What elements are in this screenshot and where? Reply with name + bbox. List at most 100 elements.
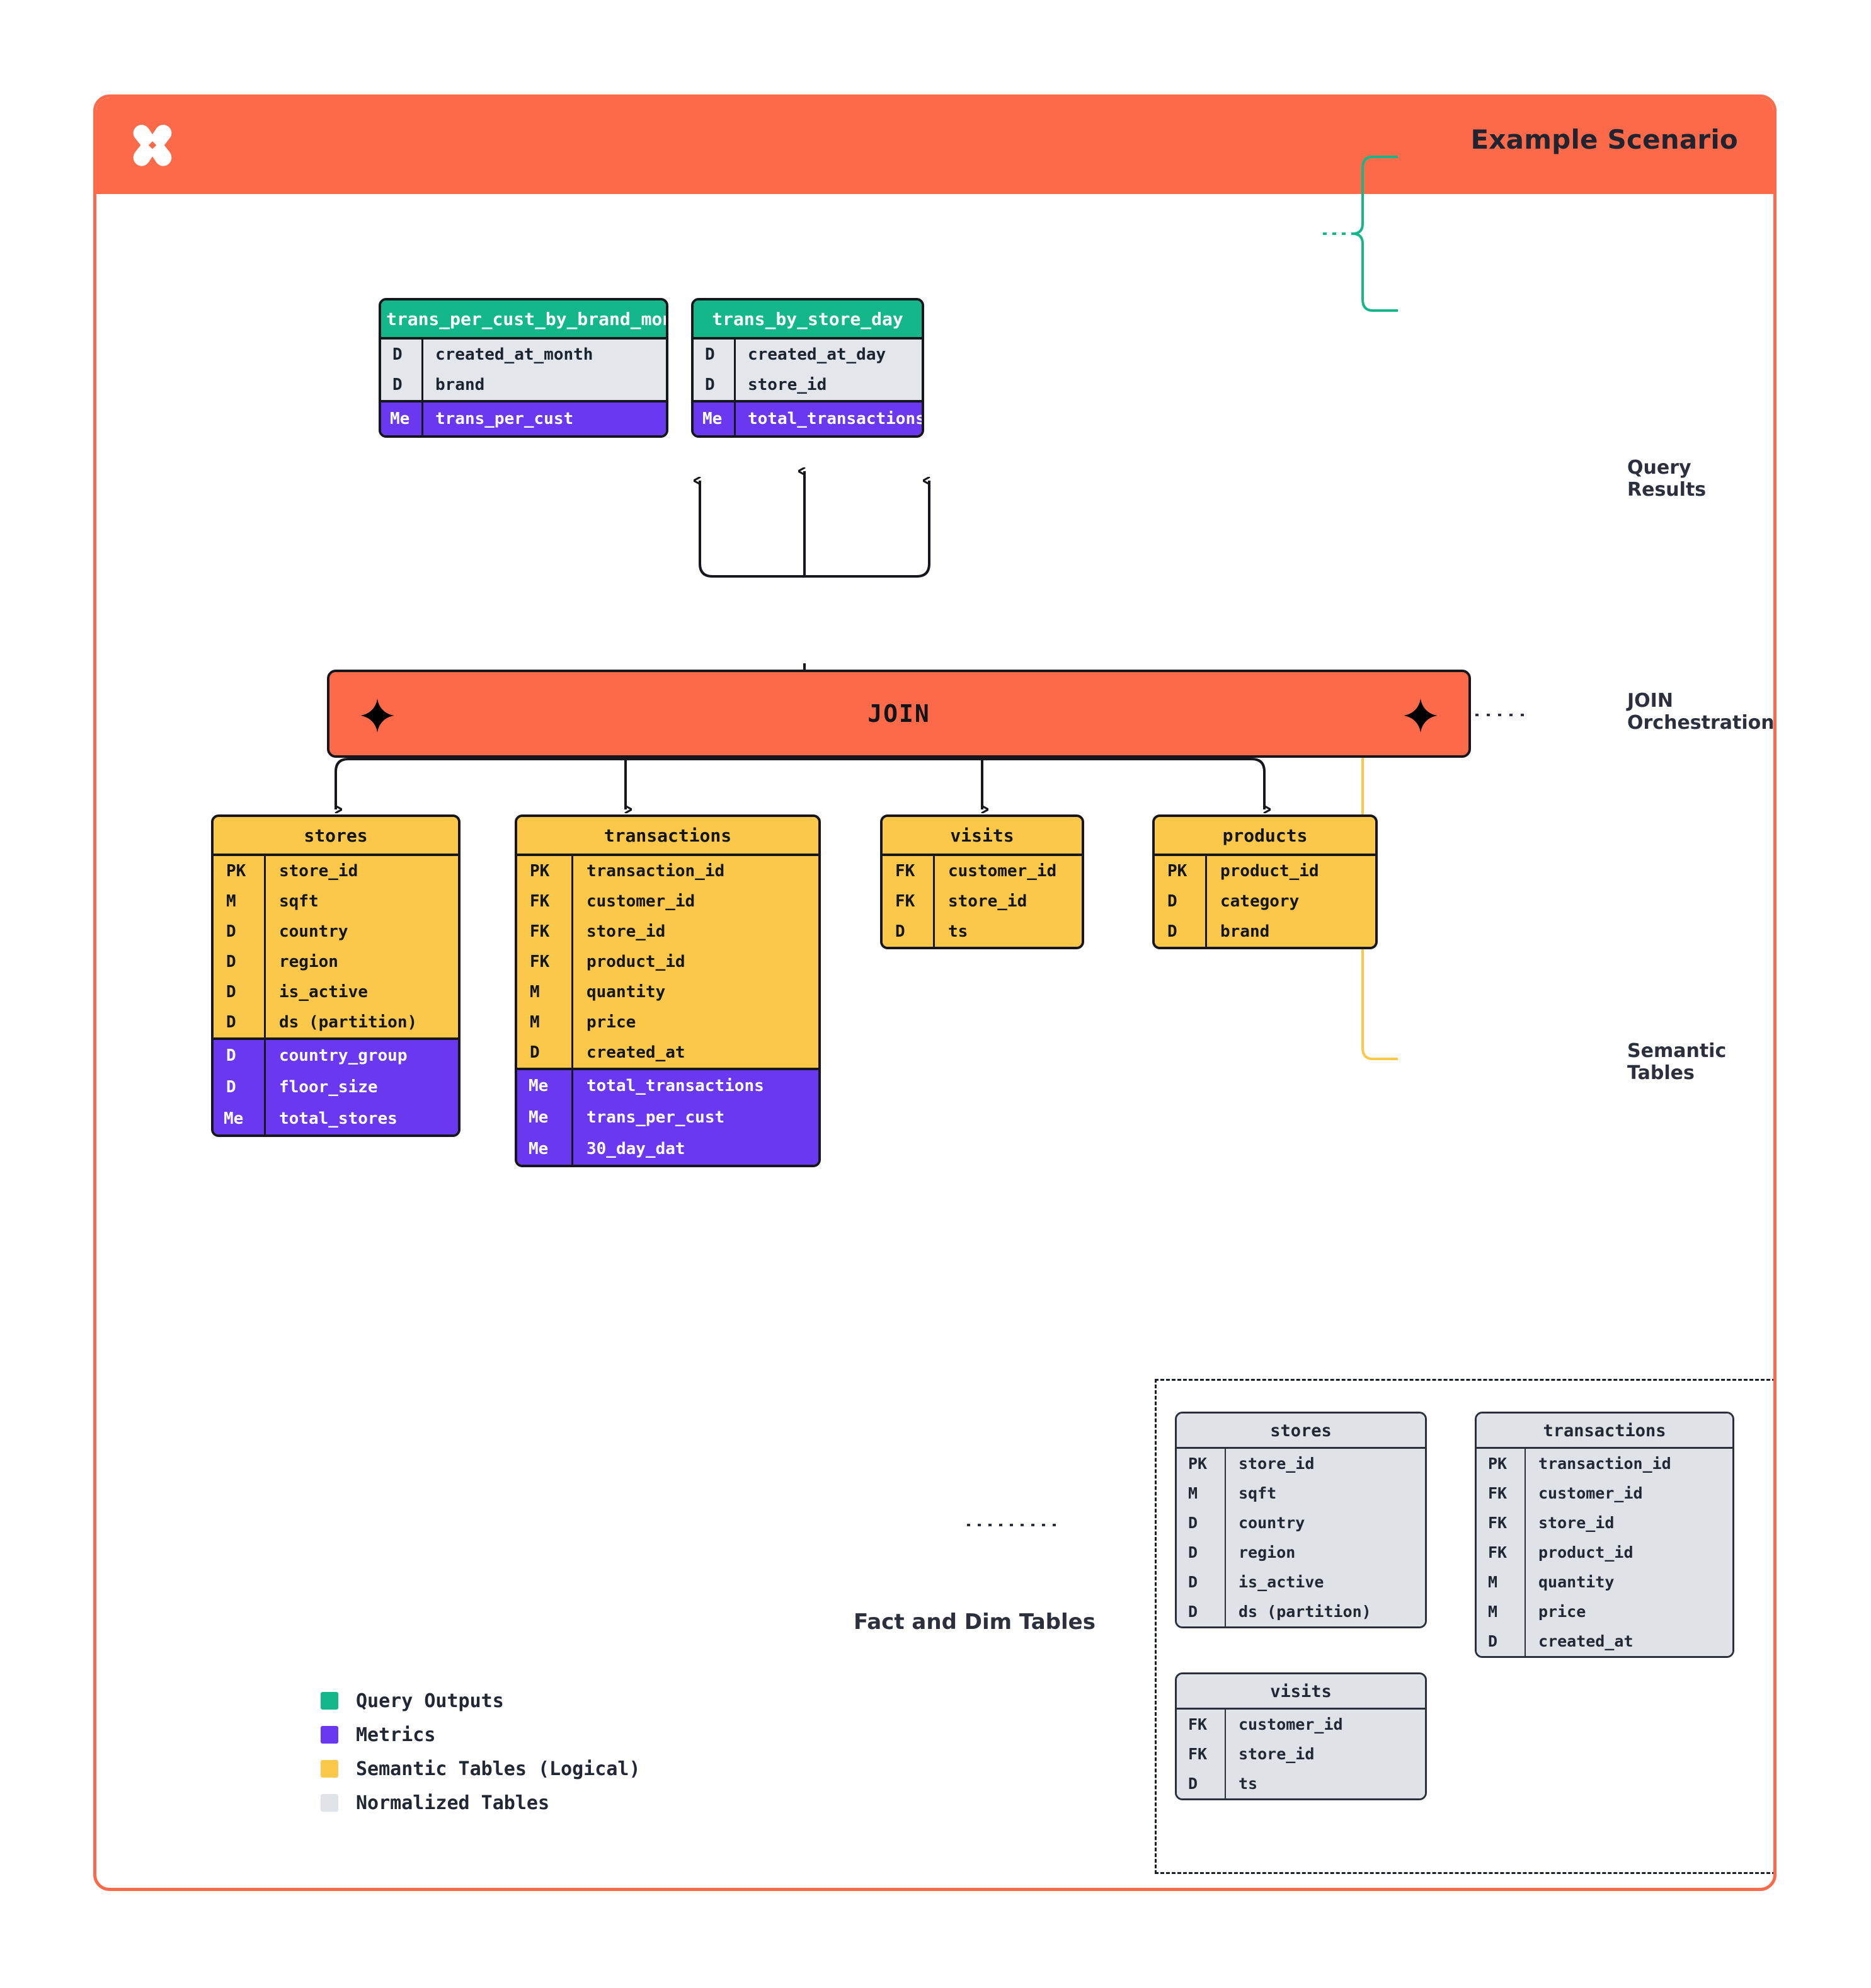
legend-item-normalized-tables: Normalized Tables: [321, 1786, 641, 1820]
row-field: is_active: [279, 983, 368, 1002]
row-field: total_transactions: [586, 1077, 764, 1095]
page-title: Example Scenario: [1470, 124, 1738, 155]
row-kind: Me: [529, 1077, 549, 1095]
row-field: total_transactions: [748, 409, 924, 428]
join-orchestration-bar[interactable]: JOIN: [327, 670, 1471, 758]
row-kind: FK: [530, 922, 550, 941]
row-kind: PK: [1188, 1454, 1208, 1473]
table-row: D created_at: [1477, 1626, 1732, 1656]
legend-item-metrics: Metrics: [321, 1718, 641, 1752]
x-star-logo-icon: [133, 125, 172, 166]
normalized-table-transactions[interactable]: transactions PK transaction_id FK custom…: [1475, 1412, 1734, 1658]
annotation-join-orchestration: JOIN Orchestration: [1627, 690, 1775, 734]
row-field: quantity: [1538, 1573, 1615, 1591]
table-row: D brand: [381, 370, 666, 400]
table-row: D created_at_day: [694, 340, 922, 370]
table-row: PK store_id: [214, 856, 458, 886]
row-kind: M: [530, 1013, 540, 1032]
row-kind: FK: [1488, 1514, 1508, 1532]
annotation-join-line2: Orchestration: [1627, 712, 1775, 734]
row-kind: D: [226, 983, 236, 1002]
legend-label: Normalized Tables: [356, 1791, 550, 1814]
legend-swatch: [321, 1692, 338, 1710]
query-result-table-trans-per-cust-by-brand-month[interactable]: trans_per_cust_by_brand_month D created_…: [379, 298, 668, 438]
row-kind: Me: [390, 409, 410, 428]
semantic-table-visits[interactable]: visits FK customer_id FK store_id D ts: [880, 814, 1084, 949]
table-row: D is_active: [214, 977, 458, 1007]
normalized-table-stores[interactable]: stores PK store_id M sqft D country D: [1175, 1412, 1427, 1628]
table-row: PK store_id: [1177, 1449, 1425, 1478]
row-field: customer_id: [1239, 1715, 1343, 1734]
table-row: M sqft: [214, 886, 458, 917]
semantic-table-stores[interactable]: stores PK store_id M sqft D country D: [211, 814, 461, 1137]
row-field: created_at: [1538, 1632, 1634, 1650]
row-kind: FK: [530, 892, 550, 911]
legend-label: Metrics: [356, 1723, 436, 1746]
table-row: M sqft: [1177, 1478, 1425, 1508]
legend-swatch: [321, 1726, 338, 1744]
query-result-table-trans-by-store-day[interactable]: trans_by_store_day D created_at_day D st…: [691, 298, 924, 438]
row-field: country_group: [279, 1046, 408, 1065]
table-title: transactions: [517, 817, 818, 854]
row-field: store_id: [586, 922, 666, 941]
table-row: Me total_transactions: [694, 403, 922, 435]
row-field: store_id: [279, 862, 358, 881]
normalized-table-visits[interactable]: visits FK customer_id FK store_id D ts: [1175, 1672, 1427, 1800]
row-kind: PK: [226, 862, 246, 881]
row-field: store_id: [1538, 1514, 1615, 1532]
table-title: visits: [883, 817, 1082, 854]
table-row: Me trans_per_cust: [517, 1102, 818, 1133]
table-row: M price: [1477, 1597, 1732, 1626]
legend-swatch: [321, 1794, 338, 1812]
row-field: sqft: [1239, 1484, 1277, 1502]
metric-group: Me total_transactions Me trans_per_cust …: [517, 1068, 818, 1165]
row-kind: D: [1167, 922, 1177, 941]
row-field: floor_size: [279, 1078, 378, 1097]
table-row: FK customer_id: [1477, 1478, 1732, 1508]
row-field: store_id: [748, 375, 827, 394]
row-field: price: [586, 1013, 636, 1032]
table-row: FK product_id: [1477, 1538, 1732, 1567]
semantic-table-transactions[interactable]: transactions PK transaction_id FK custom…: [515, 814, 821, 1167]
row-kind: FK: [1488, 1484, 1508, 1502]
table-title: stores: [1177, 1414, 1425, 1447]
row-kind: D: [895, 922, 905, 941]
annotation-semantic-tables: Semantic Tables: [1627, 1040, 1726, 1085]
row-kind: PK: [530, 862, 550, 881]
legend-swatch: [321, 1760, 338, 1778]
table-row: D ds (partition): [214, 1007, 458, 1037]
table-row: D region: [1177, 1538, 1425, 1567]
row-kind: Me: [529, 1140, 549, 1158]
row-kind: D: [1167, 892, 1177, 911]
row-field: ds (partition): [279, 1013, 418, 1032]
table-row: FK store_id: [883, 886, 1082, 917]
card-header: Example Scenario: [96, 98, 1773, 194]
row-kind: D: [226, 1046, 236, 1065]
table-row: D ts: [1177, 1769, 1425, 1798]
table-title: visits: [1177, 1674, 1425, 1708]
row-field: region: [1239, 1543, 1296, 1562]
row-field: quantity: [586, 983, 666, 1002]
row-field: 30_day_dat: [586, 1140, 685, 1158]
table-row: D country_group: [214, 1040, 458, 1071]
table-row: M price: [517, 1007, 818, 1037]
row-kind: PK: [1488, 1454, 1508, 1473]
row-field: category: [1220, 892, 1300, 911]
row-kind: PK: [1167, 862, 1187, 881]
table-row: FK store_id: [1477, 1508, 1732, 1538]
semantic-table-products[interactable]: products PK product_id D category D bran…: [1152, 814, 1378, 949]
row-kind: D: [226, 1078, 236, 1097]
table-row: Me total_stores: [214, 1103, 458, 1134]
dimension-group: D created_at_day D store_id: [694, 340, 922, 400]
table-row: D country: [214, 917, 458, 947]
table-row: FK store_id: [1177, 1739, 1425, 1769]
diagram-card: Example Scenario: [93, 94, 1777, 1891]
row-field: transaction_id: [1538, 1454, 1671, 1473]
table-row: FK customer_id: [883, 856, 1082, 886]
row-field: country: [279, 922, 348, 941]
row-kind: D: [392, 375, 403, 394]
row-kind: D: [226, 1013, 236, 1032]
row-kind: D: [530, 1043, 540, 1062]
dimension-group: D created_at_month D brand: [381, 340, 666, 400]
fact-dim-container: [1155, 1379, 1773, 1874]
